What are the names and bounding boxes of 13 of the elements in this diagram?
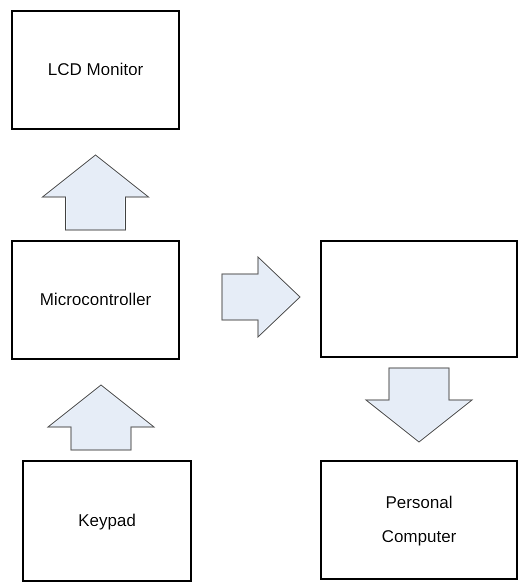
- empty-block-box: [320, 240, 518, 358]
- block-box: [22, 460, 192, 582]
- block-label: Personal Computer: [380, 492, 458, 548]
- block-arrow: [222, 256, 301, 338]
- block-arrow: [46, 384, 156, 450]
- block-label: LCD Monitor: [48, 59, 144, 81]
- block-label: Keypad: [78, 510, 136, 532]
- block-arrow: [41, 154, 150, 230]
- block-box: [11, 10, 180, 130]
- block-box: [320, 460, 518, 580]
- block-box: [11, 240, 180, 360]
- block-arrow: [364, 368, 474, 443]
- block-label: Microcontroller: [40, 289, 152, 311]
